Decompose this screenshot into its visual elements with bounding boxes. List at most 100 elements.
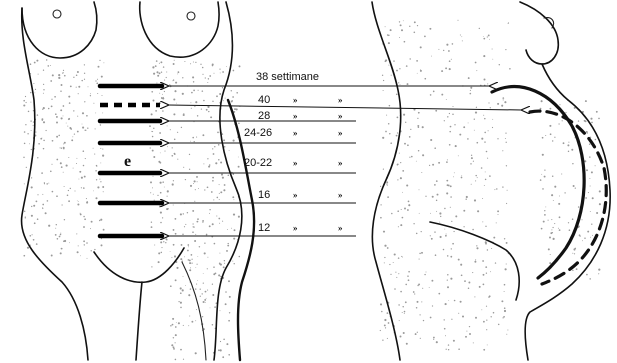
stipple-dot	[599, 190, 601, 192]
stipple-dot	[182, 93, 184, 95]
stipple-dot	[63, 70, 64, 71]
stipple-dot	[548, 248, 550, 250]
stipple-dot	[397, 163, 399, 165]
stipple-dot	[445, 67, 447, 69]
stipple-dot	[83, 165, 85, 167]
stipple-dot	[458, 313, 459, 314]
stipple-dot	[80, 255, 81, 256]
stipple-dot	[44, 183, 45, 184]
stipple-dot	[389, 105, 391, 107]
stipple-dot	[195, 320, 196, 321]
ditto-mark-w12-2: »	[338, 223, 343, 233]
stipple-dot	[33, 125, 34, 126]
stipple-dot	[401, 29, 403, 31]
stipple-dot	[415, 333, 417, 335]
stipple-dot	[27, 133, 28, 134]
stipple-dot	[464, 280, 466, 282]
stipple-dot	[91, 221, 93, 223]
stipple-dot	[192, 210, 194, 212]
stipple-dot	[552, 176, 553, 177]
stipple-dot	[484, 118, 486, 120]
stipple-dot	[483, 274, 485, 276]
stipple-dot	[453, 231, 454, 232]
stipple-dot	[389, 264, 390, 265]
stipple-dot	[449, 113, 450, 114]
stipple-dot	[163, 200, 164, 201]
stipple-dot	[418, 127, 420, 129]
stipple-dot	[173, 98, 175, 100]
stipple-dot	[383, 231, 385, 233]
stipple-dot	[407, 83, 409, 85]
stipple-dot	[592, 235, 593, 236]
stipple-dot	[26, 167, 27, 168]
stipple-dot	[483, 321, 485, 323]
stipple-dot	[212, 324, 214, 326]
stipple-dot	[160, 212, 162, 214]
stipple-dot	[448, 50, 450, 52]
side-breast-outline	[520, 2, 558, 64]
stipple-dot	[590, 237, 591, 238]
stipple-dot	[82, 112, 84, 114]
stipple-dot	[212, 294, 214, 296]
stipple-dot	[449, 60, 451, 62]
stipple-dot	[504, 238, 505, 239]
stipple-dot	[396, 93, 398, 95]
stipple-dot	[84, 73, 85, 74]
stipple-dot	[408, 279, 410, 281]
stipple-dot	[575, 248, 577, 250]
stipple-dot	[190, 288, 191, 289]
stipple-dot	[197, 115, 198, 116]
stipple-dot	[212, 177, 214, 179]
stipple-dot	[404, 311, 406, 313]
stipple-dot	[238, 122, 240, 124]
stipple-dot	[455, 215, 457, 217]
week-labels: 38 settimane40»»28»»24-26»»20-22»»16»»12…	[244, 71, 343, 234]
stipple-dot	[233, 140, 235, 142]
stipple-dot	[88, 86, 89, 87]
stipple-dot	[41, 138, 42, 139]
stipple-dot	[187, 212, 188, 213]
stipple-dot	[150, 147, 151, 148]
stipple-dot	[36, 243, 38, 245]
stipple-dot	[450, 196, 452, 198]
stipple-dot	[76, 163, 77, 164]
stipple-dot	[207, 268, 208, 269]
ditto-mark-w24-1: »	[293, 128, 298, 138]
stipple-dot	[61, 166, 63, 168]
stipple-dot	[487, 36, 488, 37]
stipple-dot	[173, 346, 175, 348]
stipple-dot	[548, 220, 549, 221]
front-thigh-line	[182, 262, 206, 360]
stipple-dot	[161, 247, 162, 248]
stipple-dot	[60, 147, 61, 148]
stipple-dot	[549, 108, 551, 110]
stipple-dot	[384, 324, 386, 326]
stipple-dot	[394, 288, 396, 290]
stipple-dot	[465, 336, 467, 338]
stipple-dot	[482, 221, 483, 222]
stipple-dot	[445, 235, 447, 237]
stipple-dot	[384, 245, 386, 247]
stipple-dot	[238, 216, 240, 218]
stipple-dot	[62, 204, 63, 205]
stipple-dot	[454, 172, 455, 173]
stipple-dot	[152, 131, 153, 132]
stipple-dot	[408, 201, 410, 203]
stipple-dot	[485, 171, 486, 172]
stipple-dot	[405, 301, 407, 303]
stipple-dot	[207, 186, 209, 188]
stipple-dot	[436, 200, 437, 201]
stipple-dot	[97, 186, 99, 188]
stipple-dot	[422, 126, 424, 128]
stipple-dot	[384, 319, 386, 321]
stipple-dot	[228, 243, 229, 244]
stipple-dot	[229, 312, 230, 313]
stipple-dot	[387, 185, 388, 186]
stipple-dot	[48, 225, 50, 227]
stipple-dot	[416, 307, 418, 309]
stipple-dot	[383, 169, 384, 170]
stipple-dot	[447, 274, 449, 276]
stipple-dot	[572, 163, 573, 164]
stipple-dot	[393, 262, 394, 263]
stipple-dot	[43, 140, 45, 142]
